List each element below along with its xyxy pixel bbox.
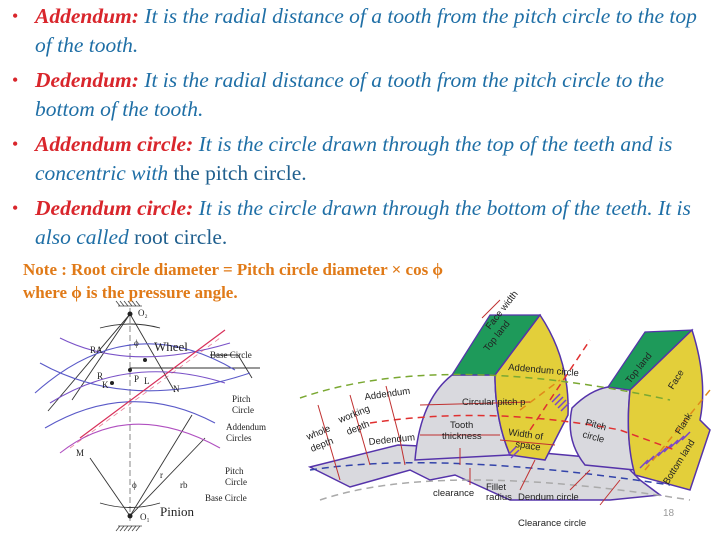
bullet-dot: • <box>12 70 19 90</box>
label-ra: RA <box>90 345 103 355</box>
page-number: 18 <box>663 508 675 519</box>
ground-hatch-bottom <box>115 525 142 532</box>
bullet-list: • Addendum: It is the radial distance of… <box>10 0 715 256</box>
label-pitch-1: Pitch <box>584 417 607 433</box>
term-label: Addendum: <box>35 4 139 28</box>
bullet-dedendum-circle: • Dedendum circle: It is the circle draw… <box>10 194 715 252</box>
label-n: N <box>173 384 180 394</box>
label-pitch-top-1: Pitch <box>232 394 251 404</box>
ground-hatch-top <box>115 300 142 307</box>
label-addendum: Addendum <box>364 386 411 403</box>
label-width-2: space <box>515 439 542 453</box>
label-r-small: r <box>160 470 163 480</box>
label-width-1: Width of <box>508 427 544 443</box>
bullet-addendum-circle: • Addendum circle: It is the circle draw… <box>10 130 715 188</box>
label-fillet-2: radius <box>486 492 512 503</box>
definition-text: It is the circle drawn through the botto… <box>35 196 691 249</box>
gear-tooth-nomenclature-diagram: Face width Top land Top land Addendum ci… <box>299 290 711 529</box>
tooth-1-face <box>494 313 569 461</box>
label-clearance: clearance <box>433 488 474 499</box>
definition-plain: root circle. <box>134 225 228 249</box>
label-clearance-circle: Clearance circle <box>518 518 586 529</box>
definition-text: It is the circle drawn through the top o… <box>35 132 673 185</box>
label-addendum-1: Addendum <box>226 422 266 432</box>
label-fillet-1: Fillet <box>486 482 506 493</box>
label-base-circle-bottom: Base Circle <box>205 493 247 503</box>
label-m: M <box>76 448 84 458</box>
label-p: P <box>134 374 139 384</box>
label-pitch-bottom-2: Circle <box>225 477 247 487</box>
definition-plain: the pitch circle. <box>173 161 307 185</box>
label-phi-bottom: ϕ <box>132 480 137 490</box>
label-r: R <box>97 371 103 381</box>
note-line-2: where ϕ is the pressure angle. <box>23 283 238 302</box>
note-line-1: Note : Root circle diameter = Pitch circ… <box>23 260 444 279</box>
definition-text: It is the radial distance of a tooth fro… <box>35 68 665 121</box>
label-l: L <box>144 376 150 386</box>
term-label: Dedendum circle: <box>35 196 194 220</box>
label-dendum-circle: Dendum circle <box>518 492 579 503</box>
label-base-circle-top: Base Circle <box>210 350 252 360</box>
bullet-dot: • <box>12 134 19 154</box>
term-label: Dedendum: <box>35 68 139 92</box>
bullet-addendum: • Addendum: It is the radial distance of… <box>10 2 715 60</box>
definition-text: It is the radial distance of a tooth fro… <box>35 4 697 57</box>
label-pinion: Pinion <box>160 504 194 519</box>
bullet-dot: • <box>12 6 19 26</box>
label-dedendum: Dedendum <box>368 432 415 448</box>
term-label: Addendum circle: <box>35 132 194 156</box>
label-phi-top: ϕ <box>134 338 139 348</box>
label-addendum-2: Circles <box>226 433 252 443</box>
label-tooth-2: thickness <box>442 431 482 442</box>
label-tooth-1: Tooth <box>450 420 473 431</box>
label-o2: O₂ <box>138 308 148 318</box>
label-circular-pitch: Circular pitch p <box>462 397 525 408</box>
label-wheel: Wheel <box>154 339 188 354</box>
label-o1: O₁ <box>140 512 150 522</box>
label-k: K <box>102 380 109 390</box>
bullet-dot: • <box>12 198 19 218</box>
note: Note : Root circle diameter = Pitch circ… <box>23 258 443 304</box>
label-pitch-top-2: Circle <box>232 405 254 415</box>
tooth-2-face <box>627 328 711 491</box>
label-pitch-bottom-1: Pitch <box>225 466 244 476</box>
label-rb: rb <box>180 480 188 490</box>
bullet-dedendum: • Dedendum: It is the radial distance of… <box>10 66 715 124</box>
gear-mesh-diagram: O₂ Wheel RA R ϕ N L P K M ϕ r rb O₁ Pini… <box>34 300 266 532</box>
